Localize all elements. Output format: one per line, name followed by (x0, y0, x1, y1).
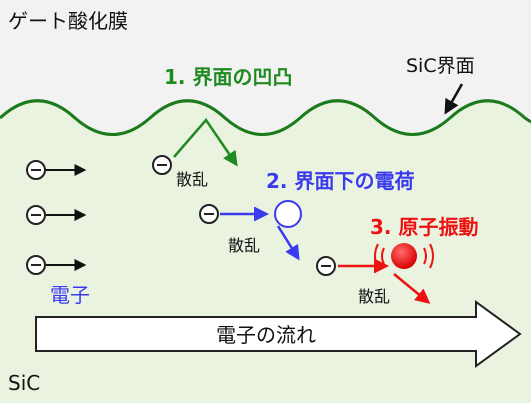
vibrating-atom (391, 243, 417, 269)
gate-oxide-label: ゲート酸化膜 (8, 9, 128, 33)
sic-substrate-label: SiC (8, 371, 40, 395)
electron-phonon (316, 256, 336, 276)
mechanism-3-title: 3. 原子振動 (370, 215, 478, 239)
scatter-label-2: 散乱 (228, 236, 260, 255)
mechanism-1-title: 1. 界面の凹凸 (164, 65, 292, 89)
electron-3 (26, 255, 46, 275)
interface-pointer-arrow (444, 83, 464, 115)
mechanism-2-title: 2. 界面下の電荷 (266, 169, 414, 193)
vibration-marks (374, 243, 434, 269)
electron-flow-arrow (35, 300, 522, 368)
electron-2 (26, 205, 46, 225)
electron-1 (26, 160, 46, 180)
interface-charge (274, 200, 302, 228)
scatter-label-1: 散乱 (176, 170, 208, 189)
electron-charge (199, 204, 219, 224)
interface-line (0, 99, 531, 136)
electron-label: 電子 (50, 283, 90, 307)
scatter-label-3: 散乱 (358, 287, 390, 306)
interface-label: SiC界面 (406, 55, 475, 77)
roughness-scatter-arrow (173, 117, 238, 167)
sic-region (0, 100, 531, 403)
electron-roughness (152, 155, 172, 175)
charge-scatter-arrow (276, 225, 300, 261)
electron-flow-label: 電子の流れ (216, 323, 316, 347)
phonon-scatter-arrow (393, 273, 431, 304)
